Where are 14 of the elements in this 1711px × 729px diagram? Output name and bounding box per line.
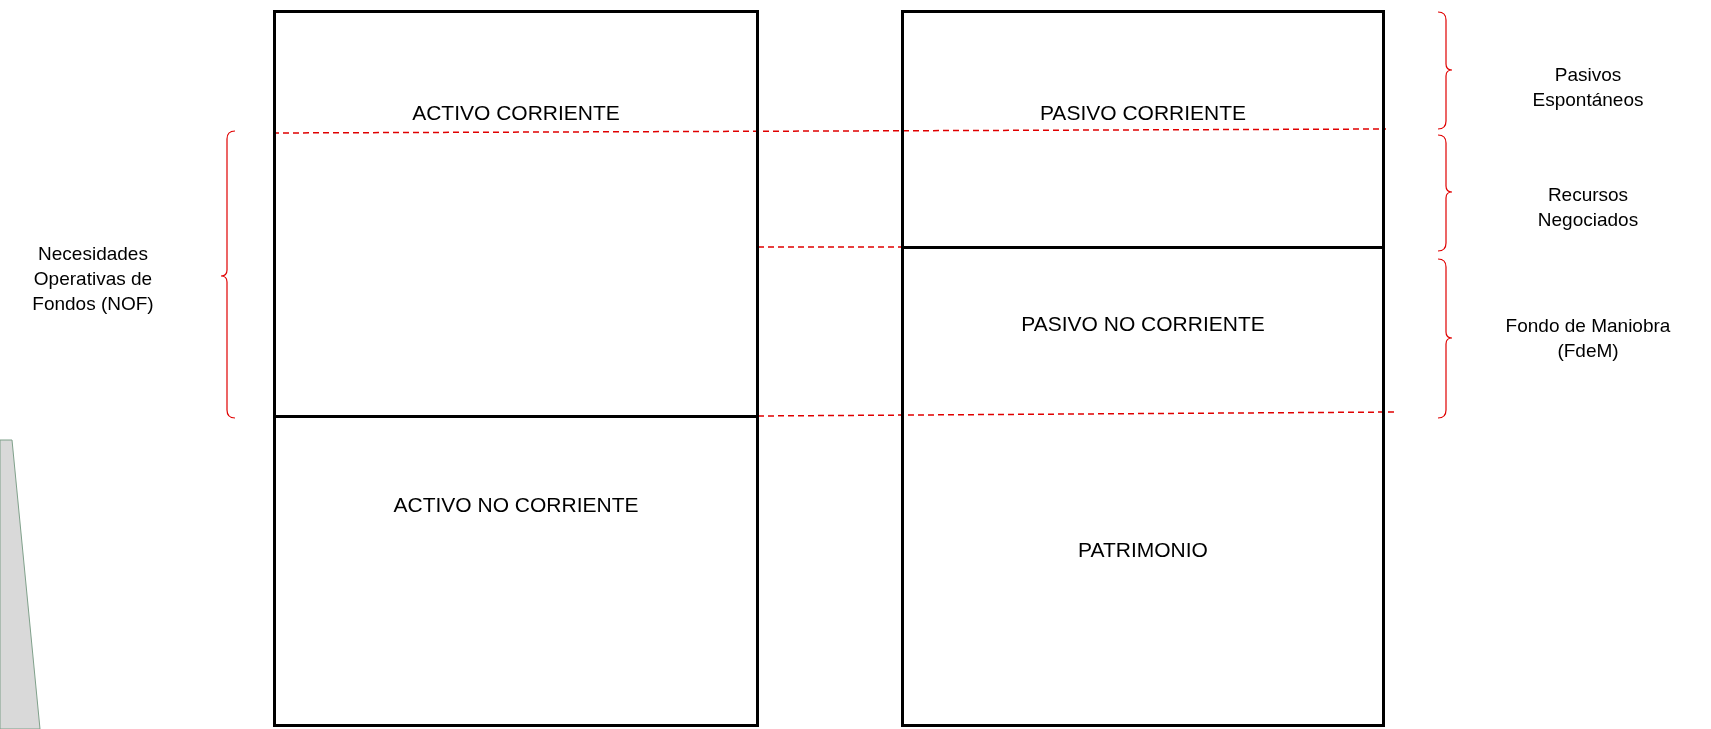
section-label: ACTIVO CORRIENTE bbox=[411, 101, 621, 125]
section-label: PASIVO CORRIENTE bbox=[1038, 101, 1248, 125]
bracket-label: Fondo de Maniobra (FdeM) bbox=[1504, 314, 1672, 363]
balance-section bbox=[901, 414, 1385, 727]
section-label: PASIVO NO CORRIENTE bbox=[1020, 312, 1266, 336]
bracket-label: Recursos Negociados bbox=[1536, 183, 1640, 232]
bracket-label: Pasivos Espontáneos bbox=[1531, 63, 1645, 112]
section-label: PATRIMONIO bbox=[1077, 538, 1209, 562]
balance-section bbox=[273, 417, 759, 727]
bracket-label: Necesidades Operativas de Fondos (NOF) bbox=[31, 241, 155, 316]
balance-section bbox=[901, 248, 1385, 414]
balance-section bbox=[273, 10, 759, 418]
section-label: ACTIVO NO CORRIENTE bbox=[392, 493, 640, 517]
balance-section bbox=[901, 10, 1385, 249]
